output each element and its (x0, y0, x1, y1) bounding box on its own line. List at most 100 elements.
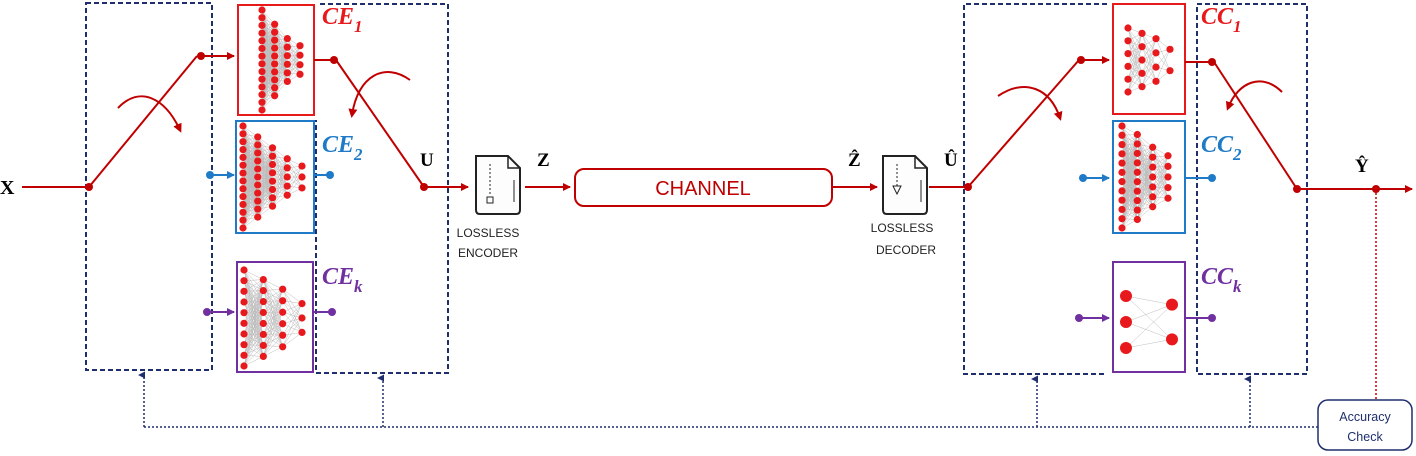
network-neuron (1152, 77, 1160, 85)
network-neuron (240, 341, 248, 349)
network-edge (282, 303, 303, 347)
network-edge (1155, 38, 1171, 71)
network-neuron (259, 286, 267, 295)
network-neuron (1124, 50, 1132, 58)
network-neuron (1133, 187, 1141, 195)
network-edge (1121, 209, 1138, 229)
network-neuron (283, 164, 291, 172)
network-edge (242, 136, 258, 205)
network-neuron (1149, 173, 1157, 181)
network-neuron (268, 185, 277, 194)
network-neuron (271, 84, 279, 92)
network-neuron (1149, 143, 1157, 151)
network-edge (243, 279, 264, 356)
network-neuron (1118, 196, 1126, 204)
network-edge (1137, 196, 1153, 220)
network-neuron (254, 197, 262, 205)
network-neuron (254, 189, 262, 197)
network-edge (243, 279, 264, 292)
network-edge (1121, 134, 1138, 210)
network-edge (1121, 191, 1138, 229)
network-neuron (258, 67, 266, 76)
ce1-neural-network (258, 6, 304, 114)
encoder-selector-switch-arm (88, 55, 198, 188)
network-neuron (258, 75, 266, 83)
network-neuron (1118, 215, 1126, 223)
network-edge (243, 312, 264, 367)
network-edge (282, 289, 303, 319)
network-neuron (254, 141, 262, 149)
network-edge (243, 279, 264, 324)
rotation-arrow-encoder-out (348, 71, 411, 118)
network-edge (272, 164, 288, 187)
network-neuron (279, 285, 287, 293)
network-edge (263, 323, 283, 357)
network-neuron (258, 29, 266, 37)
network-edge (1141, 33, 1157, 82)
network-neuron (1133, 206, 1141, 214)
network-neuron (296, 42, 304, 50)
cek-label: CEk (322, 264, 363, 296)
network-neuron (1120, 316, 1132, 328)
lossless-decoder-file-icon (882, 155, 928, 215)
network-edge (1137, 147, 1153, 164)
network-edge (1141, 46, 1157, 68)
network-neuron (254, 173, 262, 181)
network-edge (274, 72, 288, 96)
network-neuron (283, 52, 291, 60)
network-edge (1127, 33, 1143, 93)
network-neuron (240, 298, 248, 306)
network-edge (287, 38, 301, 65)
network-edge (263, 312, 283, 357)
network-neuron (239, 145, 247, 154)
classifier-selector-switch-arm (967, 59, 1080, 188)
network-neuron (1152, 35, 1160, 43)
network-edge (261, 40, 275, 111)
network-edge (1125, 295, 1173, 305)
network-edge (272, 156, 288, 187)
cc2-neural-network (1118, 122, 1172, 232)
network-neuron (254, 133, 262, 141)
network-neuron (283, 182, 291, 190)
network-edge (287, 45, 301, 65)
network-neuron (268, 194, 277, 202)
network-neuron (1118, 178, 1126, 186)
classifier-output-switch-arm (1213, 61, 1298, 190)
network-edge (1121, 134, 1138, 219)
network-neuron (240, 330, 248, 338)
network-neuron (1133, 159, 1141, 167)
network-neuron (1133, 178, 1141, 186)
network-edge (1127, 73, 1143, 93)
network-edge (1125, 295, 1173, 340)
network-neuron (271, 76, 279, 84)
network-edge (1141, 33, 1157, 68)
network-neuron (1118, 122, 1126, 130)
network-neuron (268, 152, 277, 160)
network-neuron (1133, 130, 1141, 139)
network-edge (242, 152, 258, 229)
cek-neural-network (240, 266, 306, 370)
network-edge (243, 279, 264, 313)
network-neuron (283, 60, 291, 68)
network-neuron (1149, 163, 1157, 171)
network-neuron (1149, 203, 1157, 211)
network-neuron (239, 193, 247, 201)
network-neuron (279, 320, 287, 328)
network-neuron (259, 276, 267, 284)
network-neuron (258, 14, 266, 22)
network-neuron (240, 277, 248, 285)
network-edge (272, 147, 288, 178)
network-neuron (1149, 183, 1157, 191)
network-edge (287, 46, 301, 65)
network-neuron (268, 160, 277, 169)
network-neuron (259, 297, 267, 306)
network-neuron (239, 208, 247, 216)
network-edge (274, 47, 288, 73)
network-neuron (279, 308, 287, 316)
network-neuron (239, 200, 247, 209)
network-neuron (258, 60, 266, 68)
network-neuron (240, 362, 248, 370)
network-neuron (271, 68, 279, 76)
encoder-output-switch-arm (335, 59, 425, 188)
